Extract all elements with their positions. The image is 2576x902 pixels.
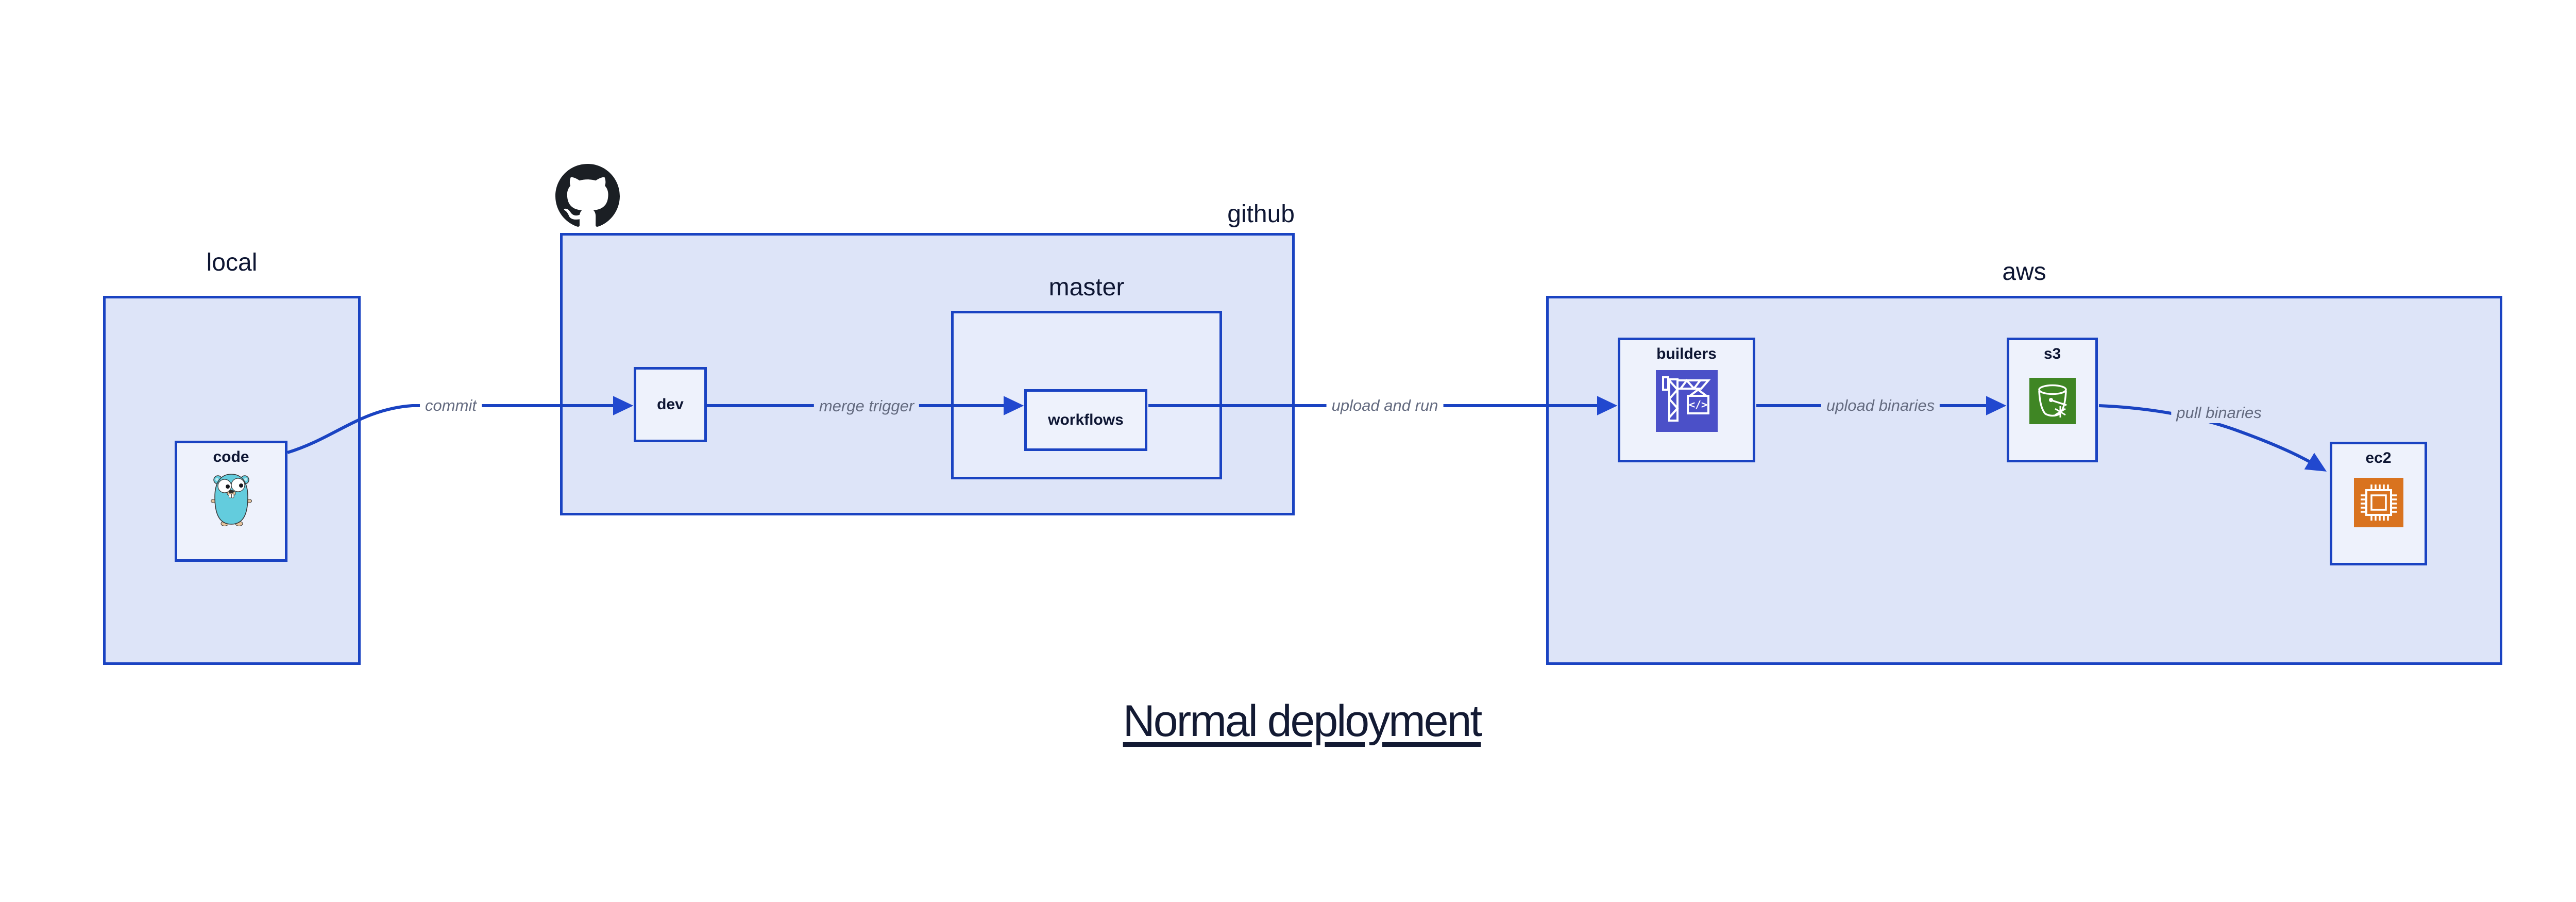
edge-merge-trigger-label: merge trigger bbox=[814, 396, 920, 416]
node-dev-label: dev bbox=[657, 396, 684, 413]
node-s3: s3 bbox=[2007, 338, 2098, 462]
codebuild-crane-icon: </> bbox=[1655, 370, 1718, 432]
ec2-chip-icon bbox=[2353, 478, 2403, 527]
aws-container-label: aws bbox=[2002, 258, 2046, 286]
local-container-label: local bbox=[206, 249, 258, 276]
edge-upload-binaries-label: upload binaries bbox=[1821, 395, 1940, 416]
s3-bucket-snowflake-icon bbox=[2029, 378, 2076, 424]
node-workflows: workflows bbox=[1024, 389, 1147, 451]
diagram-title-text: Normal deployment bbox=[1123, 696, 1483, 746]
node-code: code bbox=[175, 441, 287, 562]
node-dev: dev bbox=[634, 367, 707, 442]
edge-upload-and-run-label: upload and run bbox=[1326, 395, 1444, 416]
go-gopher-icon bbox=[210, 474, 252, 526]
master-container-label: master bbox=[1048, 274, 1125, 301]
edge-commit-label: commit bbox=[420, 395, 482, 416]
github-octocat-icon bbox=[555, 164, 620, 227]
edge-pull-binaries-label: pull binaries bbox=[2171, 403, 2267, 423]
svg-text:</>: </> bbox=[1688, 398, 1707, 411]
node-ec2: ec2 bbox=[2330, 442, 2427, 565]
node-ec2-label: ec2 bbox=[2365, 449, 2392, 466]
node-code-label: code bbox=[213, 448, 249, 465]
github-container-label: github bbox=[1227, 201, 1295, 228]
node-builders-label: builders bbox=[1656, 345, 1717, 362]
node-s3-label: s3 bbox=[2043, 345, 2061, 362]
node-builders: builders </> bbox=[1618, 338, 1755, 462]
diagram-title: Normal deployment bbox=[0, 696, 2576, 747]
node-workflows-label: workflows bbox=[1048, 411, 1124, 428]
